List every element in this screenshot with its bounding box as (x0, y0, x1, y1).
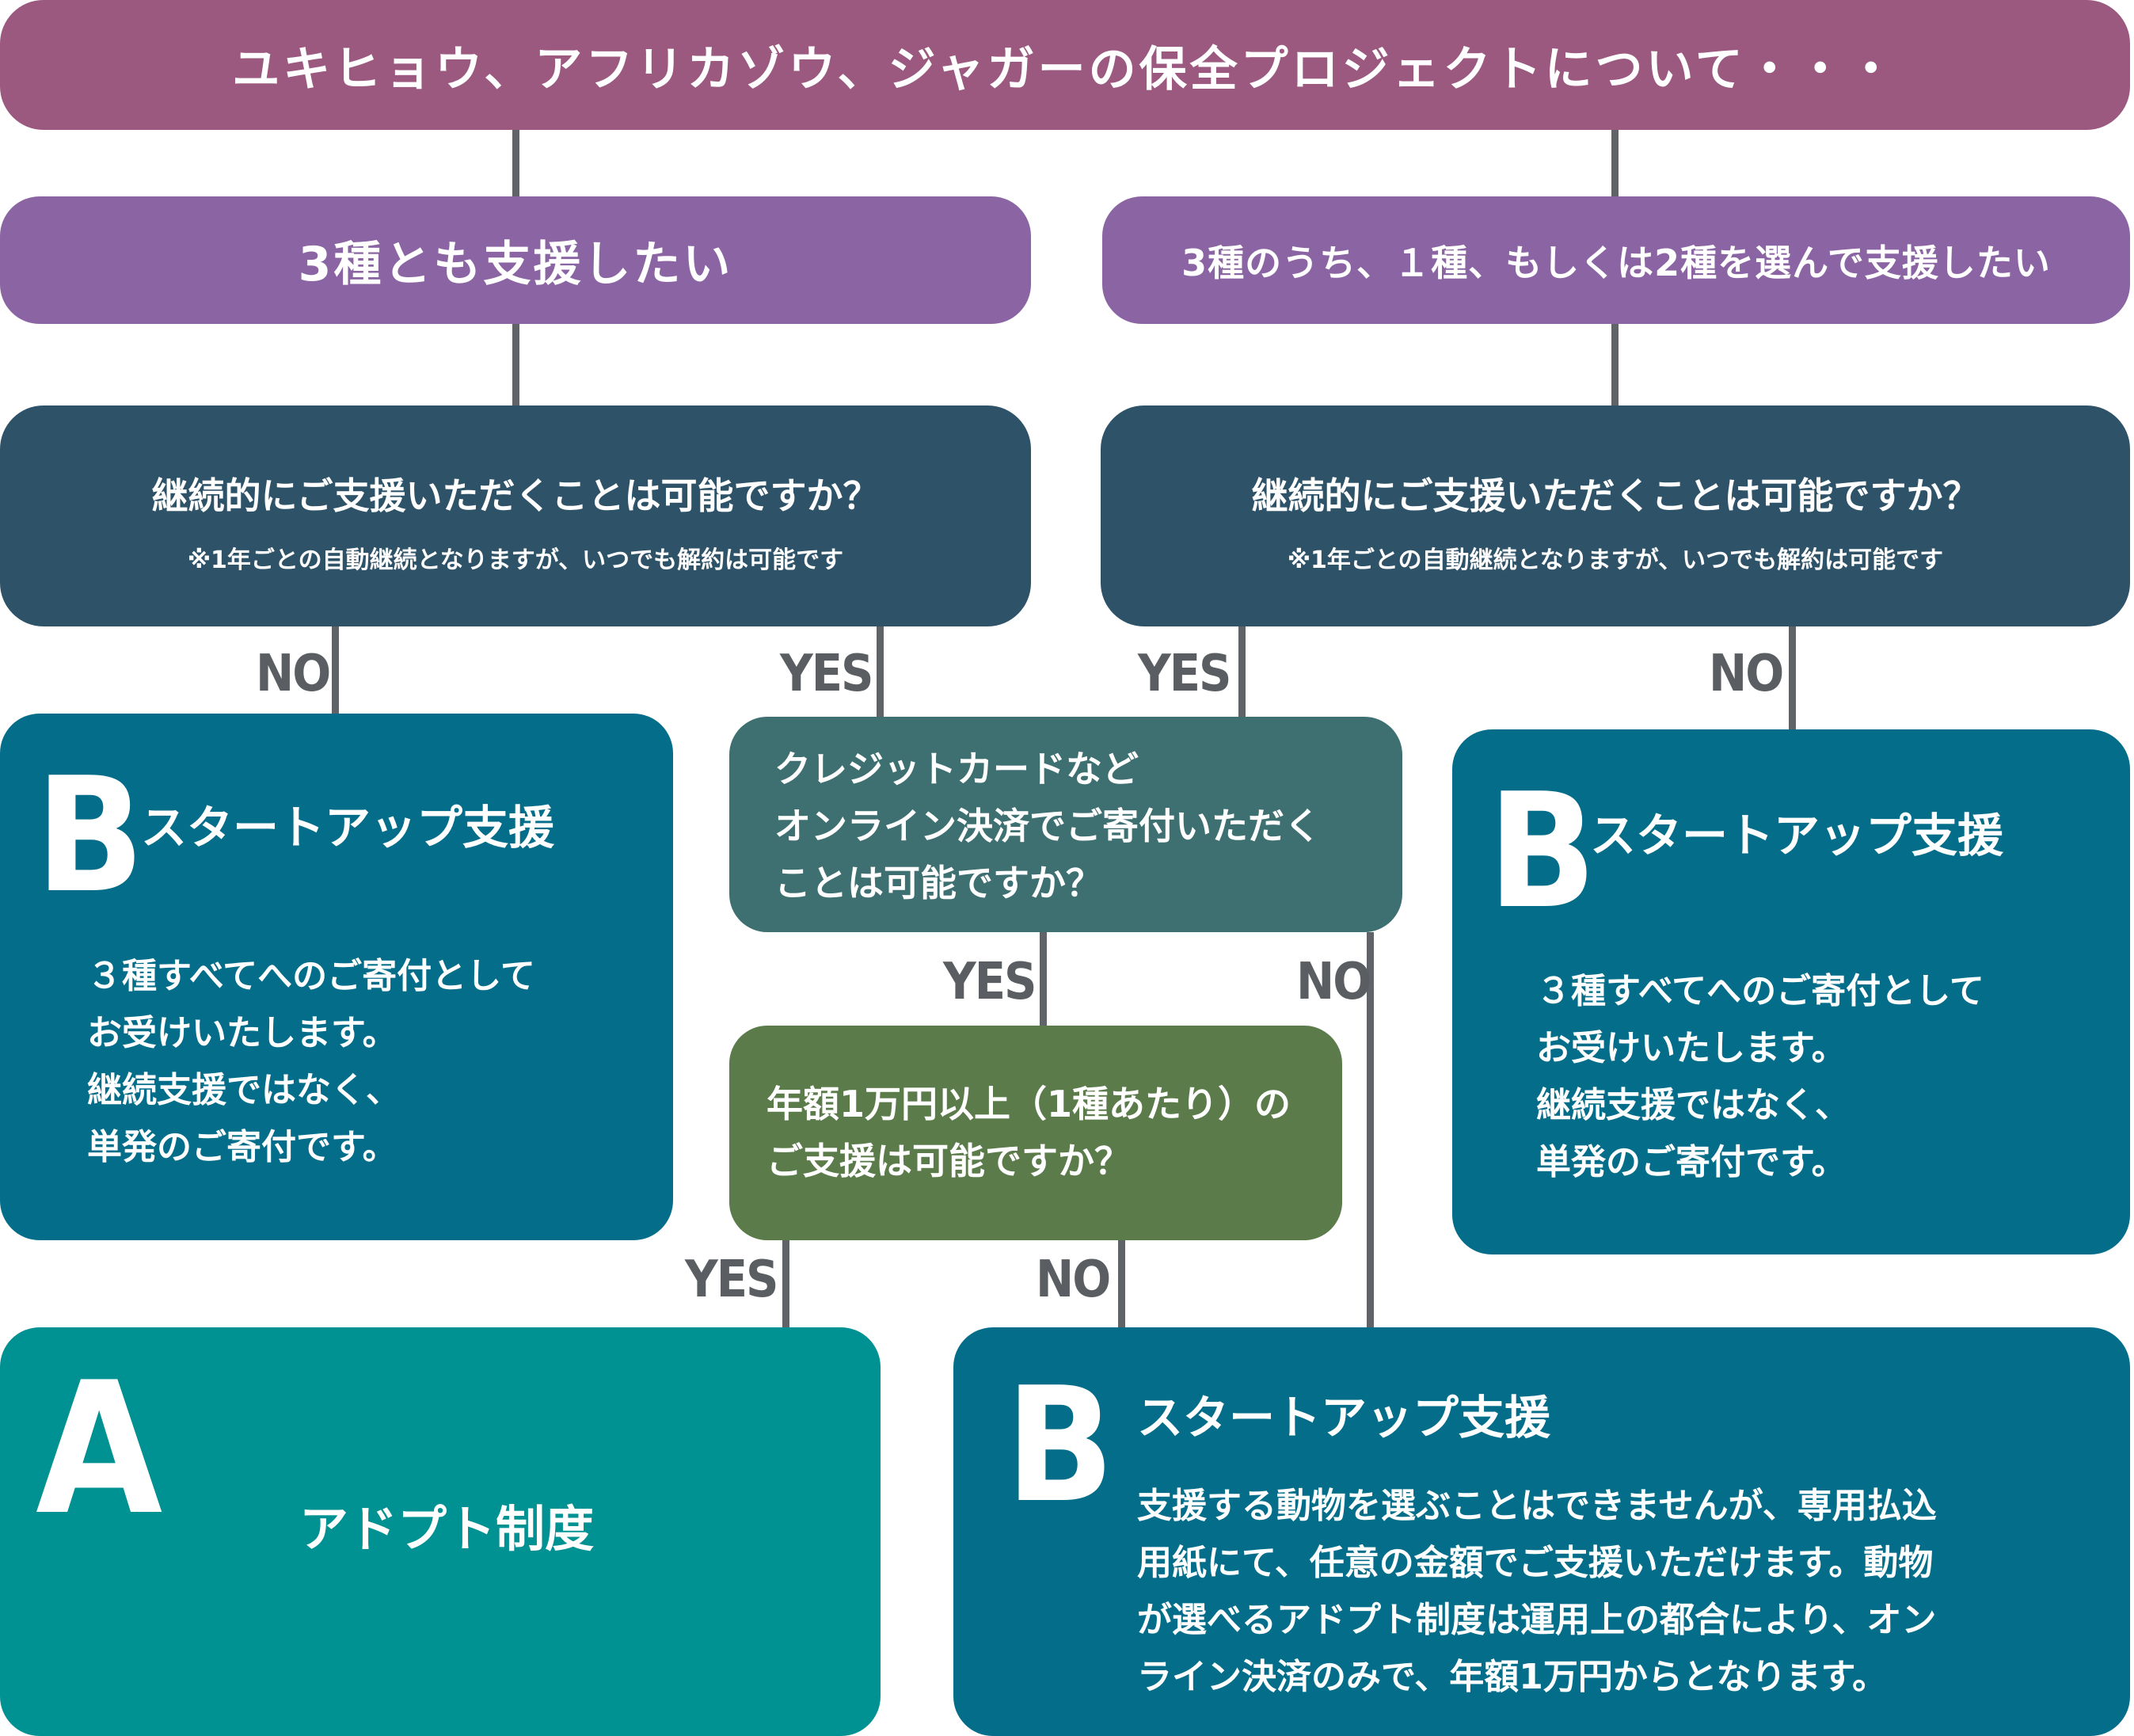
result-b-left-line: ３種すべてへのご寄付として (87, 956, 535, 996)
connector-amount-yes (782, 1240, 789, 1327)
result-b-bottom-line: 用紙にて、任意の金額でご支援いただけます。動物 (1137, 1543, 1934, 1583)
result-b-right-body: ３種すべてへのご寄付として お受けいたします。 継続支援ではなく、 単発のご寄付… (1536, 963, 1984, 1191)
question-payment-line: ことは可能ですか？ (774, 862, 1102, 904)
question-continuous-right: 継続的にご支援いただくことは可能ですか？ ※1年ごとの自動継続となりますが、いつ… (1101, 405, 2130, 626)
result-a-letter: A (36, 1344, 163, 1555)
choice-all-three-text: 3種とも支援したい (298, 237, 733, 292)
result-b-bottom-line: が選べるアドプト制度は運用上の都合により、オン (1137, 1600, 1937, 1640)
result-b-left-line: お受けいたします。 (87, 1013, 398, 1053)
question-continuous-left: 継続的にご支援いただくことは可能ですか？ ※1年ごとの自動継続となりますが、いつ… (0, 405, 1031, 626)
choice-all-three: 3種とも支援したい (0, 196, 1031, 324)
result-b-right-line: お受けいたします。 (1536, 1028, 1847, 1068)
connector-top-left (512, 130, 519, 196)
question-amount: 年額1万円以上（1種あたり）の ご支援は可能ですか？ (729, 1026, 1342, 1240)
connector-top-right (1611, 130, 1619, 196)
choice-select-species: 3種のうち、１種、もしくは2種を選んで支援したい (1102, 196, 2130, 324)
result-b-left-line: 単発のご寄付です。 (87, 1127, 398, 1167)
connector-choice-left (512, 324, 519, 405)
result-b-right-line: 単発のご寄付です。 (1536, 1142, 1847, 1182)
result-b-left-line: 継続支援ではなく、 (87, 1070, 401, 1110)
result-a: A アドプト制度 (0, 1327, 881, 1736)
result-b-left-body: ３種すべてへのご寄付として お受けいたします。 継続支援ではなく、 単発のご寄付… (87, 948, 535, 1176)
result-b-left: B スタートアップ支援 ３種すべてへのご寄付として お受けいたします。 継続支援… (0, 714, 673, 1240)
connector-right-yes (1238, 626, 1246, 717)
label-left-yes: YES (780, 645, 873, 703)
result-b-bottom: B スタートアップ支援 支援する動物を選ぶことはできませんが、専用払込 用紙にて… (953, 1327, 2130, 1736)
connector-choice-right (1611, 324, 1619, 405)
question-payment-line: オンライン決済でご寄付いただく (774, 805, 1321, 847)
question-continuous-right-note: ※1年ごとの自動継続となりますが、いつでも解約は可能です (1287, 546, 1944, 574)
question-amount-line: 年額1万円以上（1種あたり）の (766, 1083, 1291, 1125)
question-continuous-right-text: 継続的にご支援いただくことは可能ですか？ (1251, 474, 1980, 517)
question-continuous-left-note: ※1年ごとの自動継続となりますが、いつでも解約は可能です (187, 546, 844, 574)
result-b-left-letter: B (36, 744, 145, 928)
label-amount-yes: YES (685, 1251, 778, 1309)
label-right-no: NO (1709, 645, 1784, 703)
connector-amount-no (1118, 1240, 1125, 1327)
question-payment-line: クレジットカードなど (774, 748, 1139, 790)
top-banner: ユキヒョウ、アフリカゾウ、ジャガーの保全プロジェクトについて・・・ (0, 0, 2130, 130)
connector-right-no (1789, 626, 1796, 729)
label-payment-no: NO (1296, 953, 1371, 1011)
result-b-bottom-body: 支援する動物を選ぶことはできませんが、専用払込 用紙にて、任意の金額でご支援いた… (1137, 1478, 1937, 1706)
connector-left-yes (877, 626, 884, 717)
result-b-bottom-title: スタートアップ支援 (1137, 1391, 1551, 1445)
question-amount-text: 年額1万円以上（1種あたり）の ご支援は可能ですか？ (766, 1075, 1291, 1190)
label-payment-yes: YES (943, 953, 1037, 1011)
label-left-no: NO (256, 645, 331, 703)
result-b-right-line: ３種すべてへのご寄付として (1536, 971, 1984, 1011)
question-payment: クレジットカードなど オンライン決済でご寄付いただく ことは可能ですか？ (729, 717, 1402, 932)
choice-select-species-text: 3種のうち、１種、もしくは2種を選んで支援したい (1181, 241, 2051, 284)
result-b-right-title: スタートアップ支援 (1590, 809, 2004, 862)
connector-payment-yes (1040, 932, 1047, 1026)
question-continuous-left-text: 継続的にご支援いただくことは可能ですか？ (151, 474, 880, 517)
connector-payment-no (1367, 932, 1374, 1328)
result-b-right-line: 継続支援ではなく、 (1536, 1085, 1850, 1125)
result-b-left-title: スタートアップ支援 (141, 801, 555, 855)
connector-left-no (332, 626, 339, 714)
result-b-bottom-line: ライン決済のみで、年額1万円からとなります。 (1137, 1657, 1888, 1697)
result-b-bottom-letter: B (1006, 1353, 1115, 1538)
label-right-yes: YES (1138, 645, 1231, 703)
question-payment-text: クレジットカードなど オンライン決済でご寄付いただく ことは可能ですか？ (774, 740, 1321, 912)
question-amount-line: ご支援は可能ですか？ (766, 1140, 1131, 1182)
result-b-right: B スタートアップ支援 ３種すべてへのご寄付として お受けいたします。 継続支援… (1452, 729, 2130, 1254)
result-b-right-letter: B (1488, 760, 1597, 944)
top-banner-text: ユキヒョウ、アフリカゾウ、ジャガーの保全プロジェクトについて・・・ (232, 41, 1898, 97)
result-a-title: アドプト制度 (299, 1500, 595, 1558)
label-amount-no: NO (1036, 1251, 1111, 1309)
result-b-bottom-line: 支援する動物を選ぶことはできませんが、専用払込 (1137, 1486, 1937, 1526)
